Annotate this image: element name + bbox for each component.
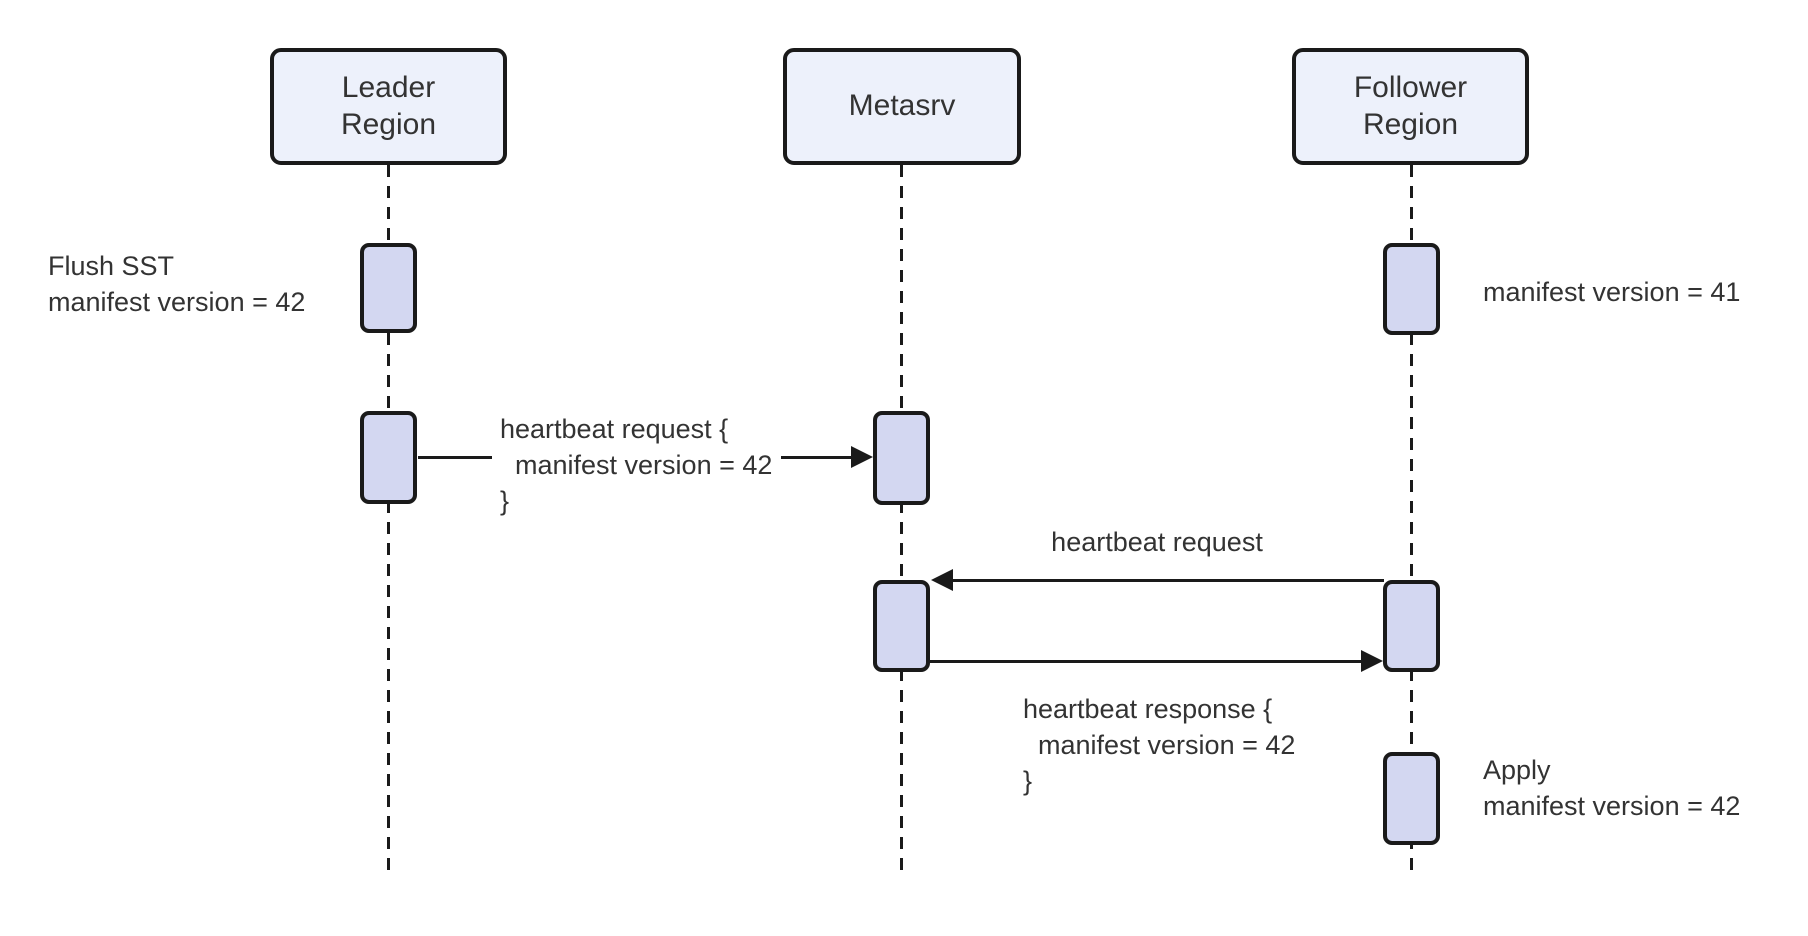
message-line-heartbeat-request-from-follower — [950, 579, 1384, 582]
activation-metasrv-receive — [873, 411, 930, 505]
annotation-apply-manifest-42: Apply manifest version = 42 — [1483, 755, 1741, 821]
arrowhead-right-icon — [1361, 650, 1383, 672]
lifeline-follower-region — [1410, 165, 1413, 878]
lifeline-leader-region — [387, 165, 390, 878]
participant-metasrv: Metasrv — [783, 48, 1021, 165]
activation-leader-flush — [360, 243, 417, 333]
annotation-flush-sst: Flush SST manifest version = 42 — [48, 251, 306, 317]
participant-label: Follower Region — [1353, 70, 1468, 141]
message-label-heartbeat-request-manifest-42: heartbeat request { manifest version = 4… — [492, 409, 782, 521]
lifeline-metasrv — [900, 165, 903, 878]
participant-label: Metasrv — [848, 89, 956, 123]
activation-follower-apply — [1383, 752, 1440, 845]
activation-follower-heartbeat — [1383, 580, 1440, 672]
message-line-heartbeat-response-to-follower — [930, 660, 1363, 663]
arrowhead-left-icon — [931, 569, 953, 591]
activation-leader-heartbeat — [360, 411, 417, 504]
participant-label: Leader Region — [340, 70, 437, 141]
annotation-manifest-version-41: manifest version = 41 — [1483, 277, 1741, 307]
arrowhead-right-icon — [851, 446, 873, 468]
message-label-heartbeat-response-manifest-42: heartbeat response { manifest version = … — [1023, 694, 1296, 796]
message-label-heartbeat-request: heartbeat request — [1051, 527, 1263, 557]
participant-follower-region: Follower Region — [1292, 48, 1529, 165]
activation-follower-initial — [1383, 243, 1440, 335]
participant-leader-region: Leader Region — [270, 48, 507, 165]
activation-metasrv-respond — [873, 580, 930, 672]
